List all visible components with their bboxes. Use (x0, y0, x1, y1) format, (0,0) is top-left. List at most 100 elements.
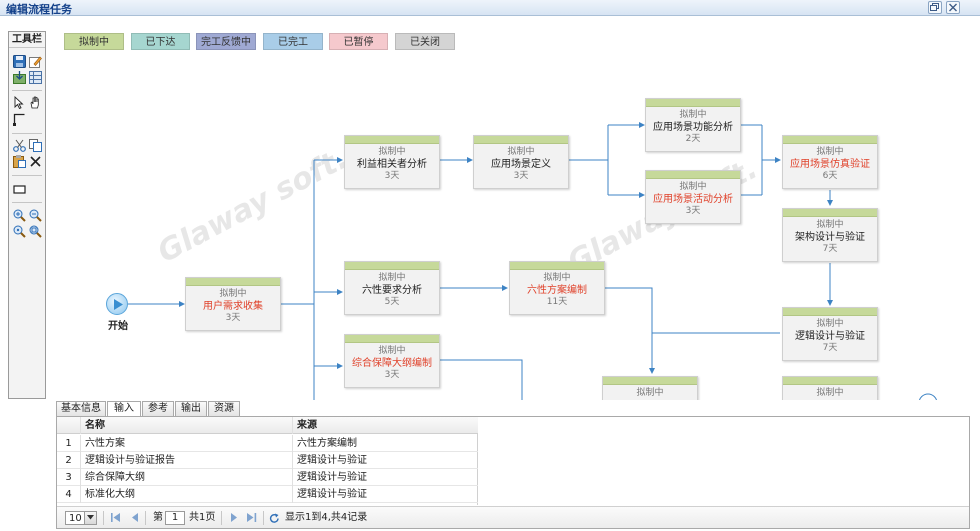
task-node-scenario-activity[interactable]: 拟制中 应用场景活动分析 3天 (645, 170, 741, 224)
grid-tool[interactable] (29, 71, 42, 84)
paste-tool[interactable] (13, 155, 26, 168)
status-bar (603, 377, 697, 385)
legend-feedback: 完工反馈中 (196, 33, 256, 50)
tab-output[interactable]: 输出 (175, 401, 207, 417)
restore-button[interactable] (928, 1, 942, 14)
task-status: 拟制中 (543, 273, 571, 283)
page-size-select[interactable]: 10 (65, 511, 97, 525)
pager-separator (263, 511, 264, 525)
task-node-user-needs[interactable]: 拟制中 用户需求收集 3天 (185, 277, 281, 331)
row-num: 3 (57, 469, 81, 486)
next-page-icon (231, 513, 237, 522)
toolbar-separator (12, 90, 42, 91)
row-source: 逻辑设计与验证 (297, 472, 367, 483)
header-source[interactable]: 来源 (297, 420, 317, 431)
table-row[interactable]: 2 逻辑设计与验证报告 逻辑设计与验证 (57, 452, 478, 469)
zoom-fit-tool[interactable] (29, 225, 42, 238)
tab-basic-info[interactable]: 基本信息 (56, 401, 106, 417)
select-tool[interactable] (13, 96, 26, 109)
zoom-in-tool[interactable] (13, 209, 26, 222)
task-status: 拟制中 (378, 346, 406, 356)
task-duration: 6天 (822, 171, 838, 181)
status-bar (474, 136, 568, 144)
task-duration: 3天 (384, 171, 400, 181)
title-bar: 编辑流程任务 (0, 0, 980, 16)
save-tool[interactable] (13, 55, 26, 68)
task-node-six-plan[interactable]: 拟制中 六性方案编制 11天 (509, 261, 605, 315)
edit-tool[interactable] (29, 55, 42, 68)
start-node[interactable] (106, 293, 128, 315)
page-total: 共1页 (189, 512, 216, 523)
task-node-scenario-function[interactable]: 拟制中 应用场景功能分析 2天 (645, 98, 741, 152)
task-name: 六性要求分析 (362, 285, 422, 296)
play-icon (114, 299, 123, 310)
zoom-out-tool[interactable] (29, 209, 42, 222)
task-node-support-outline[interactable]: 拟制中 综合保障大纲编制 3天 (344, 334, 440, 388)
header-name[interactable]: 名称 (81, 417, 293, 434)
next-page-button[interactable] (229, 511, 241, 525)
task-node-stakeholder-analysis[interactable]: 拟制中 利益相关者分析 3天 (344, 135, 440, 189)
save-icon (13, 55, 26, 68)
task-status: 拟制中 (816, 220, 844, 230)
row-num: 2 (57, 452, 81, 469)
task-duration: 3天 (384, 370, 400, 380)
hand-icon (30, 96, 39, 109)
status-bar (510, 262, 604, 270)
first-page-button[interactable] (111, 511, 123, 525)
grid-header: 名称 来源 (57, 417, 478, 434)
row-name: 标准化大纲 (81, 486, 293, 503)
rectangle-icon (13, 185, 26, 194)
task-node-six-requirement[interactable]: 拟制中 六性要求分析 5天 (344, 261, 440, 315)
task-node-logic-design[interactable]: 拟制中 逻辑设计与验证 7天 (782, 307, 878, 361)
task-node-architecture-design[interactable]: 拟制中 架构设计与验证 7天 (782, 208, 878, 262)
edit-icon (29, 56, 42, 68)
task-duration: 11天 (546, 297, 568, 307)
refresh-button[interactable] (269, 511, 281, 525)
flow-canvas[interactable]: Glaway soft. Glaway soft. (48, 18, 980, 400)
flow-connectors (128, 122, 833, 400)
toolbar-title: 工具栏 (9, 32, 45, 48)
dropdown-arrow[interactable] (84, 512, 96, 524)
tab-reference[interactable]: 参考 (142, 401, 174, 417)
legend-closed: 已关闭 (395, 33, 455, 50)
table-row[interactable]: 3 综合保障大纲 逻辑设计与验证 (57, 469, 478, 486)
input-grid: 名称 来源 1 六性方案 六性方案编制 2 逻辑设计与验证报告 逻辑设计与验证 … (57, 417, 478, 505)
refresh-icon (269, 513, 279, 523)
zoom-actual-tool[interactable] (13, 225, 26, 238)
task-duration: 7天 (822, 244, 838, 254)
tab-resource[interactable]: 资源 (208, 401, 240, 417)
close-button[interactable] (946, 1, 960, 14)
pager-separator (103, 511, 104, 525)
task-duration: 3天 (513, 171, 529, 181)
delete-tool[interactable] (29, 155, 42, 168)
table-icon (29, 71, 42, 84)
task-node-scenario-simulation[interactable]: 拟制中 应用场景仿真验证 6天 (782, 135, 878, 189)
rectangle-tool[interactable] (13, 183, 26, 196)
status-bar (345, 335, 439, 343)
tab-input[interactable]: 输入 (107, 401, 141, 418)
cut-tool[interactable] (13, 139, 26, 152)
task-node-partial-b[interactable]: 拟制中 (782, 376, 878, 400)
task-node-scenario-definition[interactable]: 拟制中 应用场景定义 3天 (473, 135, 569, 189)
connector-tool[interactable] (13, 113, 26, 126)
close-icon (949, 3, 957, 12)
task-name: 逻辑设计与验证 (795, 331, 865, 342)
task-node-partial-a[interactable]: 拟制中 (602, 376, 698, 400)
prev-page-button[interactable] (131, 511, 143, 525)
page-number-input[interactable]: 1 (165, 511, 185, 525)
zoom-actual-icon (13, 225, 26, 238)
status-bar (646, 99, 740, 107)
task-duration: 7天 (822, 343, 838, 353)
task-name: 应用场景活动分析 (653, 194, 733, 205)
table-row[interactable]: 4 标准化大纲 逻辑设计与验证 (57, 486, 478, 503)
table-row[interactable]: 1 六性方案 六性方案编制 (57, 435, 478, 452)
last-page-button[interactable] (247, 511, 259, 525)
task-status: 拟制中 (636, 388, 664, 398)
row-name: 综合保障大纲 (81, 469, 293, 486)
toolbar-separator (12, 175, 42, 176)
import-tool[interactable] (13, 71, 26, 84)
copy-tool[interactable] (29, 139, 42, 152)
task-status: 拟制中 (378, 273, 406, 283)
pan-tool[interactable] (29, 96, 42, 109)
